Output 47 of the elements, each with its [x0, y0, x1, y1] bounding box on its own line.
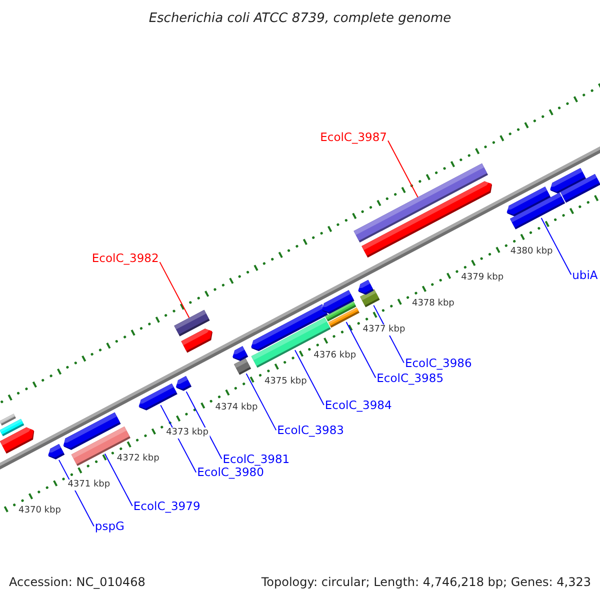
leader-line: [246, 373, 277, 431]
gene-bar: [505, 186, 551, 216]
gene-bar: [362, 180, 492, 258]
leader-line: [346, 322, 376, 378]
position-label: 4372 kbp: [116, 454, 160, 465]
gene-bar: [320, 290, 354, 314]
position-label: 4378 kbp: [410, 298, 456, 310]
accession-text: Accession: NC_010468: [9, 574, 146, 591]
gene-bar: [62, 412, 121, 450]
gene-bar: [0, 427, 34, 454]
gene-label: EcolC_3986: [404, 356, 472, 370]
position-label: 4375 kbp: [263, 376, 308, 388]
gene-label: ubiA: [572, 268, 598, 282]
gene-bar: [181, 328, 213, 353]
gene-label: EcolC_3982: [92, 251, 159, 266]
diagram-title: Escherichia coli ATCC 8739, complete genome: [148, 10, 452, 28]
gene-bar: [356, 280, 374, 295]
leader-line: [159, 262, 190, 318]
position-label: 4373 kbp: [165, 428, 210, 439]
position-label: 4380 kbp: [509, 246, 554, 258]
leader-line: [294, 350, 324, 406]
gene-label: pspG: [94, 519, 124, 534]
gene-label: EcolC_3979: [133, 498, 200, 513]
leader-line: [388, 140, 418, 198]
gene-label: EcolC_3983: [277, 423, 344, 438]
position-label: 4376 kbp: [312, 350, 358, 362]
position-label: 4371 kbp: [66, 480, 112, 491]
position-label: 4377 kbp: [362, 324, 406, 336]
gene-label: EcolC_3984: [324, 398, 392, 412]
position-label: 4374 kbp: [214, 402, 259, 414]
gene-bar: [174, 376, 192, 391]
gene-label: EcolC_3985: [376, 370, 444, 385]
genome-summary-text: Topology: circular; Length: 4,746,218 bp; Genes: 4,323: [261, 574, 591, 591]
position-label: 4379 kbp: [460, 272, 505, 284]
gene-label: EcolC_3980: [197, 465, 264, 480]
gene-label: EcolC_3987: [320, 130, 387, 144]
leader-line: [104, 453, 133, 506]
leader-line: [540, 218, 572, 276]
gene-bar: [231, 346, 248, 361]
position-label: 4370 kbp: [18, 506, 62, 517]
gene-bar: [234, 358, 252, 375]
gene-label: EcolC_3981: [222, 452, 290, 466]
gene-bar: [560, 174, 600, 203]
gene-bar: [250, 304, 328, 352]
leader-line: [186, 391, 222, 460]
gene-bar: [46, 444, 65, 460]
gene-bar: [137, 383, 178, 410]
